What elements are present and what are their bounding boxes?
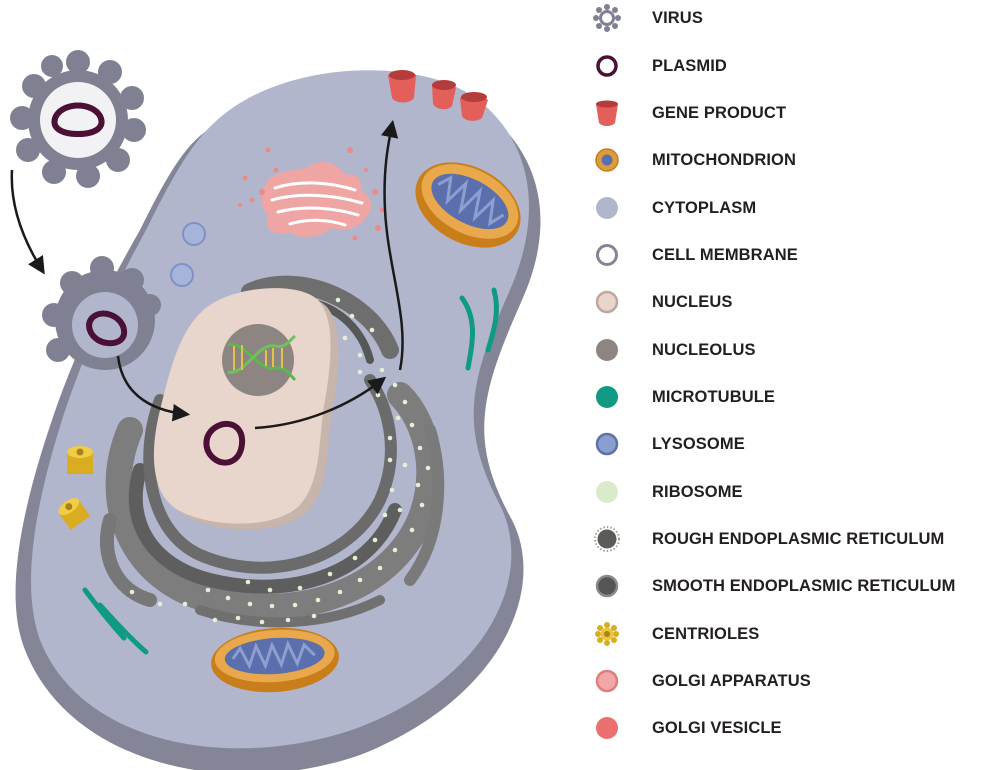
legend-label: SMOOTH ENDOPLASMIC RETICULUM xyxy=(652,577,955,596)
legend-item-mitochondrion: MITOCHONDRION xyxy=(590,145,796,175)
plasmid-icon xyxy=(590,51,624,81)
smooth-er-icon xyxy=(590,571,624,601)
gene-product-icon xyxy=(590,98,624,128)
virus-attached-interior xyxy=(72,292,138,358)
lysosome-icon xyxy=(590,429,624,459)
legend-item-ribosome: RIBOSOME xyxy=(590,477,743,507)
legend-label: VIRUS xyxy=(652,9,703,28)
virus-free xyxy=(10,50,146,188)
legend-item-nucleolus: NUCLEOLUS xyxy=(590,335,756,365)
legend-label: RIBOSOME xyxy=(652,483,743,502)
legend-item-gene-product: GENE PRODUCT xyxy=(590,98,786,128)
legend-item-centrioles: CENTRIOLES xyxy=(590,619,759,649)
legend-label: GOLGI APPARATUS xyxy=(652,672,811,691)
nucleus-icon xyxy=(590,287,624,317)
legend-label: CELL MEMBRANE xyxy=(652,246,798,265)
legend-label: GENE PRODUCT xyxy=(652,104,786,123)
mitochondrion-icon xyxy=(590,145,624,175)
legend-item-lysosome: LYSOSOME xyxy=(590,429,745,459)
legend-item-golgi-apparatus: GOLGI APPARATUS xyxy=(590,666,811,696)
legend-label: CYTOPLASM xyxy=(652,199,756,218)
legend: VIRUS PLASMID GENE PRODUCT MITOCHONDRION… xyxy=(590,0,996,770)
cell-membrane-icon xyxy=(590,240,624,270)
legend-item-virus: VIRUS xyxy=(590,3,703,33)
legend-item-cytoplasm: CYTOPLASM xyxy=(590,193,756,223)
legend-label: MITOCHONDRION xyxy=(652,151,796,170)
centrioles-icon xyxy=(590,619,624,649)
cell-diagram xyxy=(0,0,590,770)
legend-label: ROUGH ENDOPLASMIC RETICULUM xyxy=(652,530,944,549)
nucleolus-icon xyxy=(590,335,624,365)
legend-item-plasmid: PLASMID xyxy=(590,51,727,81)
golgi-vesicle-icon xyxy=(590,713,624,743)
legend-label: GOLGI VESICLE xyxy=(652,719,782,738)
legend-item-microtubule: MICROTUBULE xyxy=(590,382,775,412)
legend-item-cell-membrane: CELL MEMBRANE xyxy=(590,240,798,270)
ribosome-icon xyxy=(590,477,624,507)
rough-er-icon xyxy=(590,524,624,554)
legend-item-rough-er: ROUGH ENDOPLASMIC RETICULUM xyxy=(590,524,944,554)
cytoplasm-icon xyxy=(590,193,624,223)
legend-label: CENTRIOLES xyxy=(652,625,759,644)
legend-label: NUCLEOLUS xyxy=(652,341,756,360)
legend-item-nucleus: NUCLEUS xyxy=(590,287,732,317)
legend-label: PLASMID xyxy=(652,57,727,76)
legend-item-smooth-er: SMOOTH ENDOPLASMIC RETICULUM xyxy=(590,571,955,601)
legend-label: LYSOSOME xyxy=(652,435,745,454)
legend-item-golgi-vesicle: GOLGI VESICLE xyxy=(590,713,782,743)
golgi-apparatus-icon xyxy=(590,666,624,696)
microtubule-icon xyxy=(590,382,624,412)
legend-label: NUCLEUS xyxy=(652,293,732,312)
virus-icon xyxy=(590,3,624,33)
legend-label: MICROTUBULE xyxy=(652,388,775,407)
